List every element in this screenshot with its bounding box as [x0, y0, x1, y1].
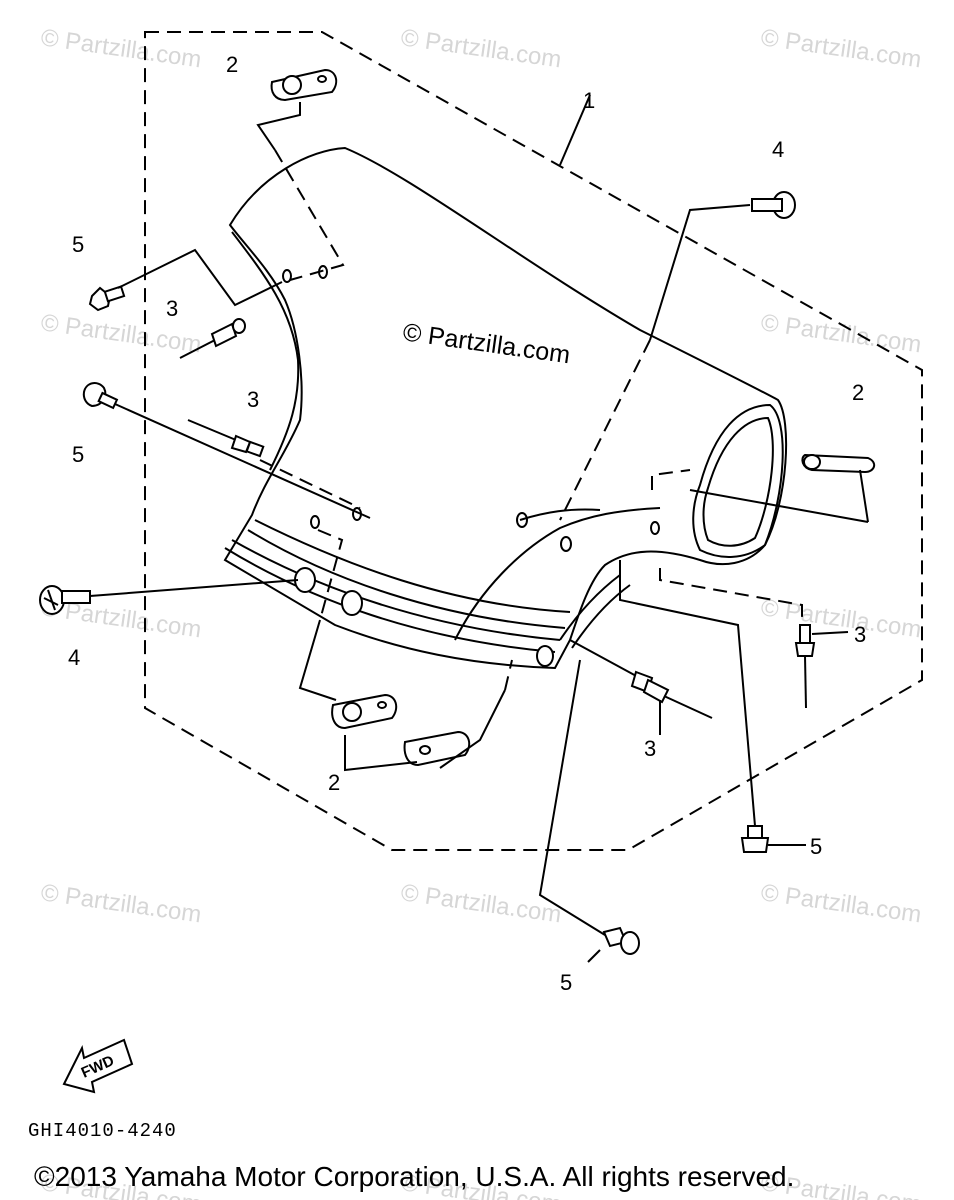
watermark: © Partzilla.com [39, 879, 203, 928]
callout-1: 1 [583, 88, 595, 113]
callout-3: 3 [854, 622, 866, 647]
part-2-right [651, 453, 876, 523]
part-5-screw-right [619, 560, 806, 853]
watermark: © Partzilla.com [399, 24, 563, 73]
duct-assembly [223, 146, 788, 670]
callout-2: 2 [328, 770, 340, 795]
callout-2: 2 [852, 380, 864, 405]
part-2-top [256, 68, 345, 281]
callout-5: 5 [72, 232, 84, 257]
part-3-rivet-lower [569, 639, 713, 735]
part-5-screw-middle [82, 382, 371, 519]
part-5-screw-upper [88, 248, 283, 312]
fwd-arrow-icon: FWD [62, 1038, 134, 1094]
callout-labels: 1 2 2 2 3 3 3 3 4 4 5 5 5 5 [68, 52, 866, 995]
part-2-lower [298, 529, 513, 772]
watermark: © Partzilla.com [759, 24, 923, 73]
part-3-rivet-upper [179, 318, 246, 359]
callout-3: 3 [247, 387, 259, 412]
callout-4: 4 [68, 645, 80, 670]
callout-4: 4 [772, 137, 784, 162]
part-4-bolt-left [39, 579, 299, 615]
watermark: © Partzilla.com [399, 879, 563, 928]
part-3-rivet-right [659, 568, 849, 709]
callout-5: 5 [810, 834, 822, 859]
callout-5: 5 [560, 970, 572, 995]
copyright-notice: ©2013 Yamaha Motor Corporation, U.S.A. A… [34, 1161, 794, 1192]
callout-3: 3 [166, 296, 178, 321]
watermark: © Partzilla.com [759, 309, 923, 358]
part-3-rivet-middle [187, 419, 361, 509]
part-5-screw-bottom [538, 659, 640, 963]
callout-5: 5 [72, 442, 84, 467]
callout-3: 3 [644, 736, 656, 761]
leader-1 [559, 94, 591, 166]
diagram-code: GHI4010-4240 [28, 1120, 177, 1142]
watermark: © Partzilla.com [39, 309, 203, 358]
callout-2: 2 [226, 52, 238, 77]
watermark: © Partzilla.com [759, 879, 923, 928]
assembly-boundary [144, 31, 923, 851]
part-4-bolt-right [559, 191, 796, 521]
